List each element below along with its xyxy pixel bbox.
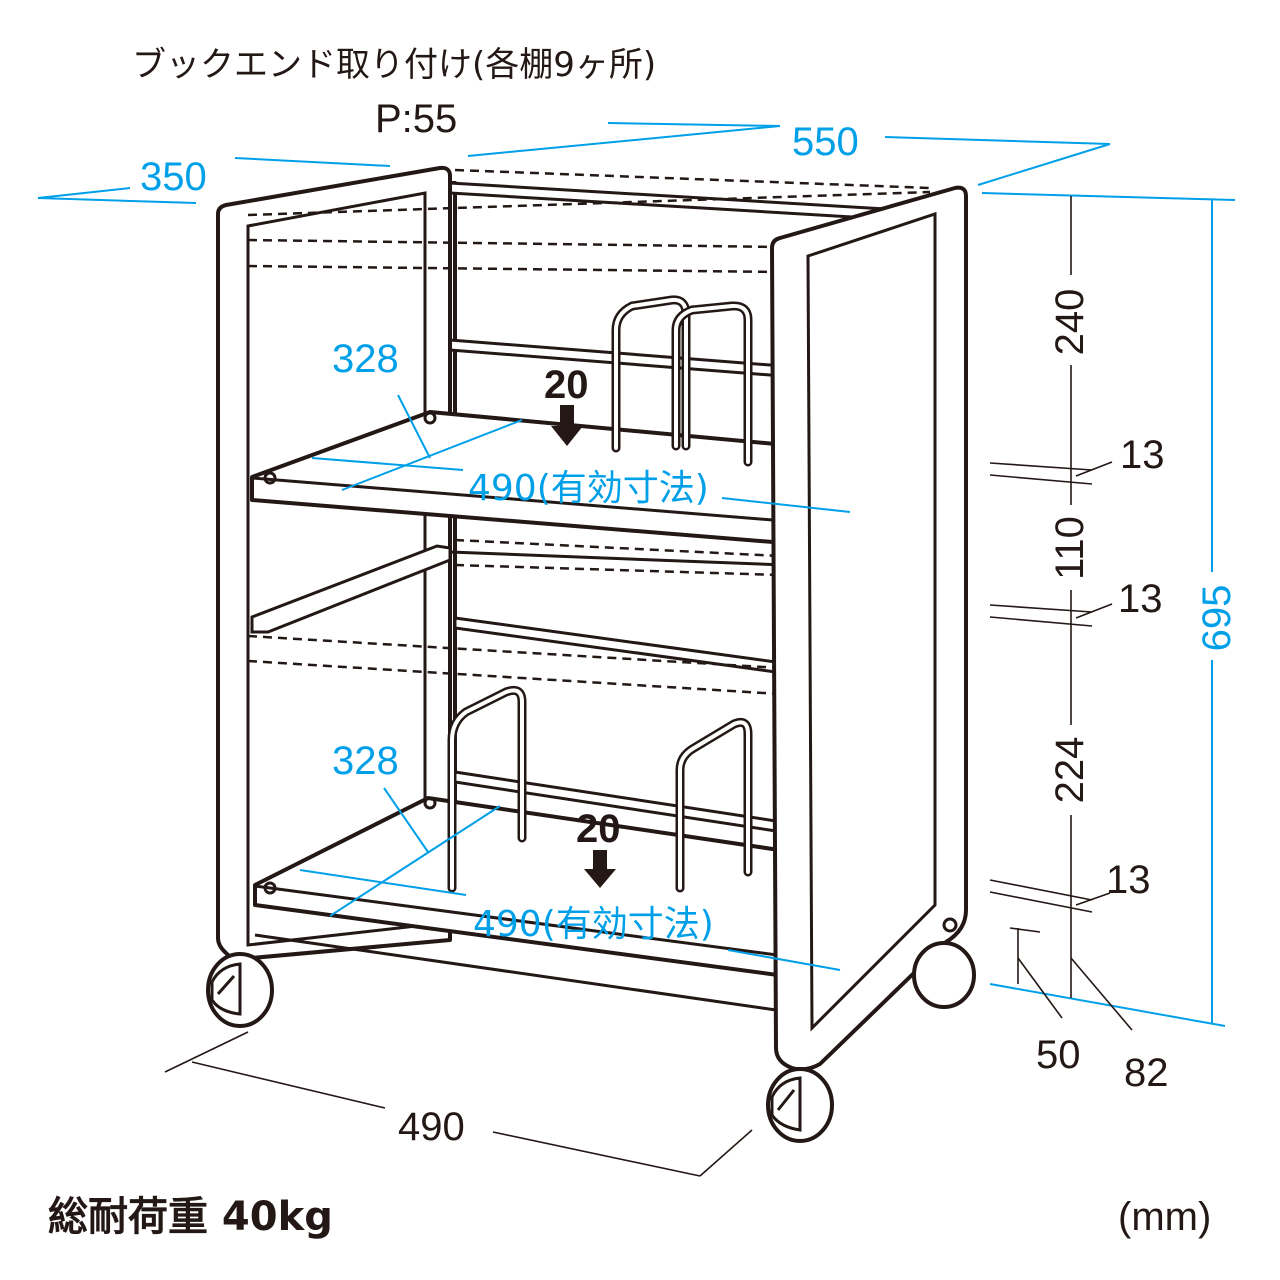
caster-front-left [206,952,274,1028]
lower-shelf-width-label: 490(有効寸法) [473,904,714,945]
depth-label: 350 [140,155,207,199]
hidden-lines [247,168,931,696]
total-height-label: 695 [1195,585,1239,652]
caster-front-right [766,1067,834,1143]
gap-bottom-label: 224 [1048,737,1092,804]
shelf-thickness-3-label: 13 [1106,858,1151,902]
upper-arrow-icon [551,405,583,446]
shelf-thickness-2-label: 13 [1118,577,1163,621]
caster-back-right [912,917,976,1009]
bookend-note: ブックエンド取り付け(各棚9ヶ所) [132,45,656,85]
right-end-panel [770,185,968,1072]
upper-bookends [611,295,753,467]
lower-bookend-spacing-label: 20 [576,807,621,851]
caster-height-label: 50 [1036,1033,1081,1077]
gap-mid-label: 110 [1048,516,1092,580]
unit-label: (mm) [1118,1195,1211,1239]
pitch-label: P:55 [375,97,457,141]
base-height-label: 82 [1124,1051,1169,1095]
width-label: 550 [792,120,859,164]
upper-shelf-depth-label: 328 [332,337,399,381]
left-end-panel [216,165,452,961]
gap-top-label: 240 [1048,289,1092,356]
lower-arrow-icon [584,850,616,888]
black-dimension-lines [164,196,1133,1177]
cyan-dimension-lines [37,122,1236,1027]
base-width-label: 490 [398,1105,465,1149]
upper-shelf-width-label: 490(有効寸法) [468,468,709,509]
lower-shelf-depth-label: 328 [332,739,399,783]
load-capacity-label: 総耐荷重 40kg [48,1194,333,1240]
upper-bookend-spacing-label: 20 [544,363,589,407]
shelf-thickness-1-label: 13 [1120,433,1165,477]
lower-bookends [447,685,753,893]
